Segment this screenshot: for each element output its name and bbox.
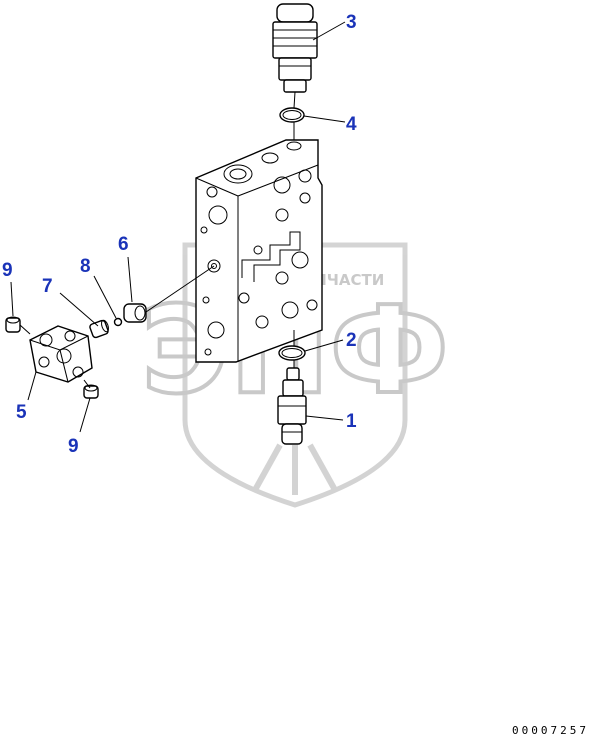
- valve-cartridge-lower: [277, 367, 307, 445]
- bolt-lower: [83, 384, 99, 399]
- sleeve: [89, 319, 109, 339]
- valve-cartridge-upper: [272, 3, 318, 93]
- document-number: 00007257: [512, 724, 589, 737]
- watermark-shield-icon: [182, 242, 408, 508]
- callout-7: 7: [42, 276, 53, 297]
- valve-body: [195, 139, 323, 363]
- callout-3: 3: [346, 12, 357, 33]
- callout-5: 5: [16, 402, 27, 423]
- flange-block: [29, 325, 93, 383]
- watermark-wheat-icon: [252, 443, 338, 495]
- ball: [113, 317, 123, 327]
- callout-2: 2: [346, 330, 357, 351]
- callout-4: 4: [346, 114, 357, 135]
- callout-9-lower: 9: [68, 436, 79, 457]
- plug: [123, 303, 147, 323]
- callout-8: 8: [80, 256, 91, 277]
- bolt-upper: [5, 316, 21, 333]
- assembly-lines: [10, 21, 346, 433]
- callout-6: 6: [118, 234, 129, 255]
- callout-9-upper: 9: [2, 260, 13, 281]
- callout-1: 1: [346, 411, 357, 432]
